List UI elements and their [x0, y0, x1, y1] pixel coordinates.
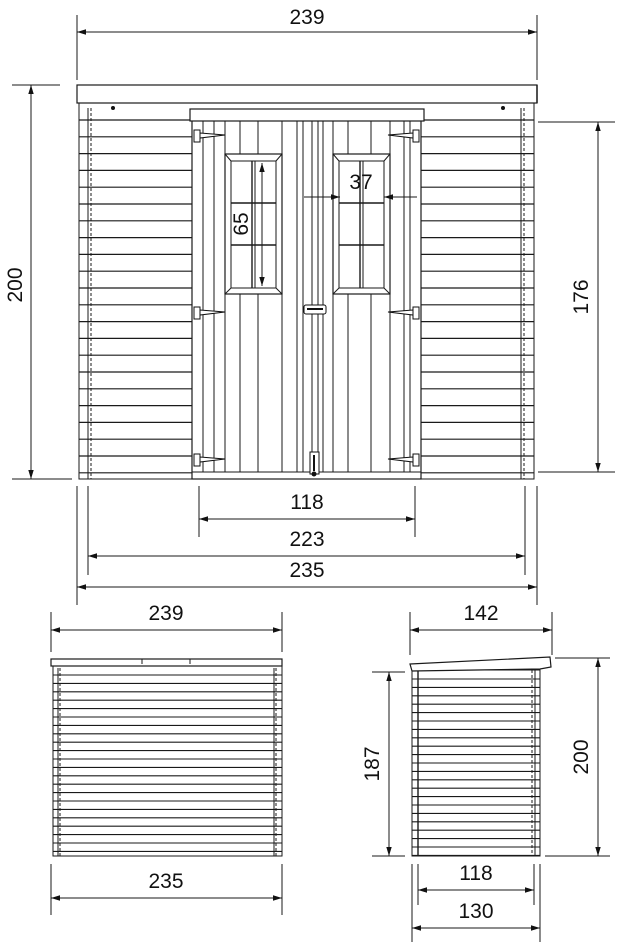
dim-rear-base-width: 235: [148, 870, 183, 893]
side-view: 142 187 200 118 130: [361, 602, 610, 942]
rear-wall-outline: [52, 665, 283, 857]
dim-overall-height: 200: [4, 267, 27, 302]
dim-door-width: 118: [290, 491, 323, 514]
front-view: 65 37 239 200 176 118 223 235: [4, 6, 615, 605]
rear-view: 239 235: [50, 602, 283, 915]
window-right: [332, 153, 391, 295]
dim-window-width: 37: [349, 171, 372, 194]
side-roof: [409, 656, 552, 672]
hinges: [193, 129, 420, 467]
door-latch-icon: [303, 304, 327, 315]
dim-window-height: 65: [230, 212, 253, 235]
rear-roof: [50, 658, 283, 667]
dim-overall-width: 239: [289, 6, 324, 29]
door-bolt-icon: [309, 451, 320, 477]
front-roof: [76, 84, 538, 104]
roof-bolt-right: [501, 106, 505, 110]
hinge-icon: [193, 453, 226, 467]
front-siding: [79, 119, 534, 474]
window-left: [224, 153, 283, 295]
dim-front-height: 200: [570, 739, 593, 774]
dim-rear-height: 187: [361, 746, 384, 781]
rear-siding: [53, 674, 282, 852]
hinge-icon: [193, 129, 226, 143]
side-siding: [412, 678, 540, 856]
dim-door-height: 176: [570, 279, 593, 314]
dim-rear-roof-width: 239: [148, 602, 183, 625]
hinge-icon: [387, 306, 420, 320]
hinge-icon: [193, 306, 226, 320]
dim-base-depth: 130: [458, 900, 493, 923]
dim-inner-width: 223: [289, 528, 324, 551]
dim-inner-depth: 118: [459, 862, 492, 885]
hinge-icon: [387, 453, 420, 467]
dim-base-width: 235: [289, 559, 324, 582]
hinge-icon: [387, 129, 420, 143]
door-lintel: [189, 108, 425, 122]
dim-roof-depth: 142: [463, 602, 498, 625]
roof-bolt-left: [111, 106, 115, 110]
